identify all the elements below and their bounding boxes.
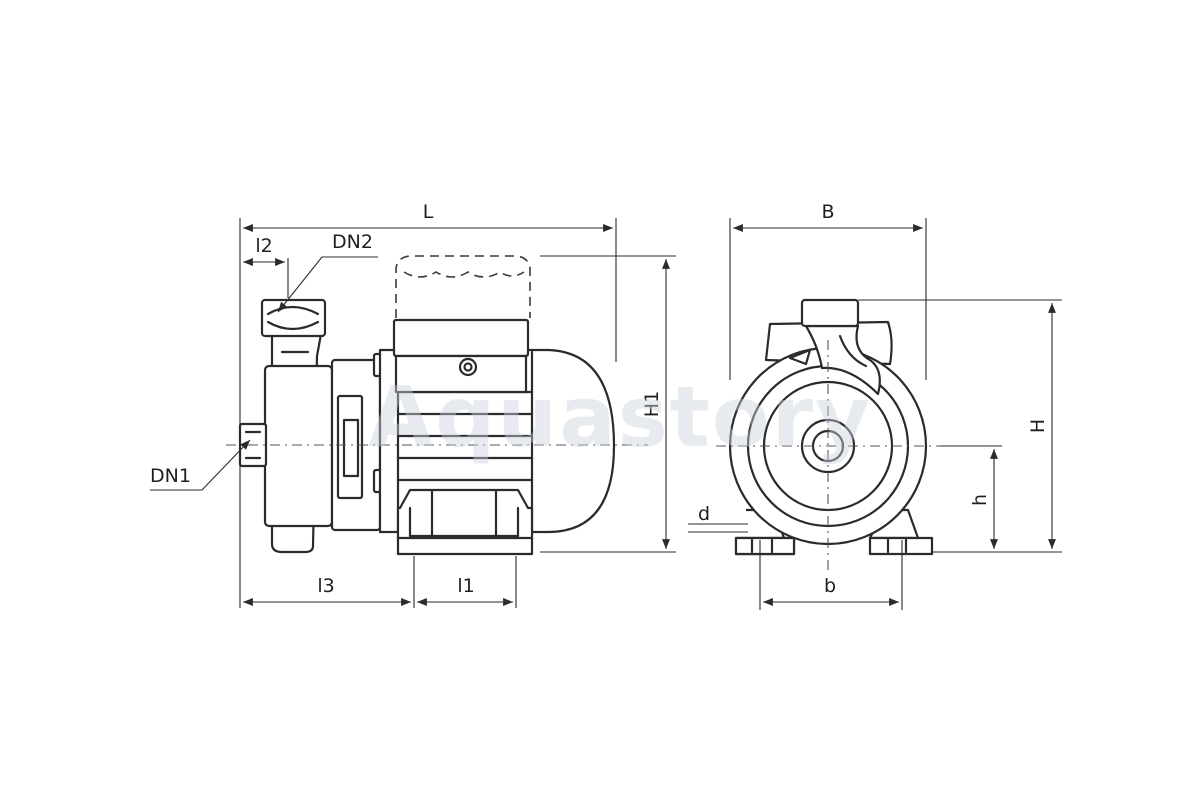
terminal-box [392,318,530,394]
label-l3: l3 [317,575,334,597]
terminal-box-phantom [395,255,531,318]
label-H: H [1027,419,1049,433]
watermark-logo: Aquastory [368,368,872,466]
label-h: h [969,494,991,506]
motor-foot [396,488,534,556]
rotation-arrow-icon [788,348,812,366]
label-l2: l2 [255,235,272,257]
label-b: b [824,575,836,597]
front-feet [734,508,934,556]
adaptor-bracket [330,352,392,532]
label-l1: l1 [457,575,474,597]
label-B: B [821,201,834,223]
discharge-neck [804,324,881,396]
motor-body [378,348,616,534]
label-DN2: DN2 [332,231,373,253]
label-d: d [698,503,710,525]
leader-DN1 [150,439,251,491]
discharge-port [800,298,860,328]
side-view: L l2 DN2 DN1 H1 l3 l1 [150,201,676,608]
leader-DN2 [277,256,378,313]
pump-casing [238,298,334,554]
front-view: B H h d b [688,201,1062,610]
label-H1: H1 [641,391,663,417]
label-DN1: DN1 [150,465,191,487]
label-L: L [423,201,434,223]
